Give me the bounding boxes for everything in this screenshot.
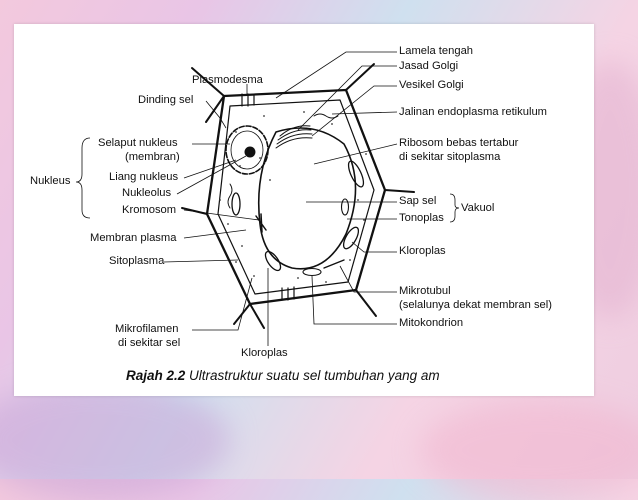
chloroplast — [231, 192, 241, 216]
figure-card: Lamela tengah Jasad Golgi Plasmodesma Ve… — [14, 24, 594, 396]
nucleus-bracket — [75, 137, 91, 219]
chloroplast — [347, 160, 365, 188]
label-mikrotubul-note: (selalunya dekat membran sel) — [399, 299, 552, 311]
leader-line — [351, 241, 397, 253]
mitochondrion — [302, 267, 322, 277]
label-mitokondrion: Mitokondrion — [399, 317, 464, 329]
neighbour-wall — [249, 303, 265, 329]
label-kloroplas-bottom: Kloroplas — [241, 347, 288, 359]
label-mikrotubul: Mikrotubul — [399, 285, 451, 297]
nucleus-inner — [230, 130, 264, 170]
plasma-membrane — [217, 99, 375, 295]
neighbour-wall — [384, 189, 415, 193]
leader-line — [339, 265, 397, 293]
nucleus-envelope — [225, 125, 269, 175]
label-liang-nukleus: Liang nukleus — [109, 171, 179, 183]
neighbour-wall — [191, 67, 225, 97]
label-membran-plasma: Membran plasma — [90, 232, 177, 244]
label-nukleus: Nukleus — [30, 175, 71, 187]
figure-caption: Rajah 2.2 Ultrastruktur suatu sel tumbuh… — [126, 368, 440, 383]
ribosome-dots — [219, 111, 367, 283]
label-selaput-nukleus: Selaput nukleus — [98, 137, 178, 149]
label-sap-sel: Sap sel — [399, 195, 437, 207]
leader-line — [192, 277, 253, 331]
label-ribosom-sitoplasma: di sekitar sitoplasma — [399, 151, 501, 163]
neighbour-wall — [355, 289, 377, 317]
cell-wall-outer — [205, 88, 387, 306]
leader-line — [163, 259, 239, 263]
chloroplast — [342, 226, 360, 250]
label-jasad-golgi: Jasad Golgi — [399, 60, 459, 72]
label-lamela-tengah: Lamela tengah — [399, 45, 474, 57]
label-vakuol: Vakuol — [461, 202, 495, 214]
leader-line — [275, 51, 397, 99]
er-network — [313, 113, 339, 119]
leader-line — [313, 143, 398, 165]
label-selaput-nukleus-membran: (membran) — [125, 151, 180, 163]
vacuole-bracket — [449, 193, 460, 223]
background-blob — [0, 380, 230, 500]
vacuole — [257, 127, 357, 270]
neighbour-wall — [205, 95, 225, 123]
leader-line — [176, 155, 247, 195]
caption-text: Ultrastruktur suatu sel tumbuhan yang am — [189, 368, 440, 383]
leader-line — [297, 65, 397, 131]
nucleolus — [244, 146, 256, 158]
label-mikrofilamen-note: di sekitar sel — [118, 337, 181, 349]
chloroplast — [264, 250, 282, 272]
leader-line — [311, 85, 397, 137]
label-nukleolus: Nukleolus — [122, 187, 172, 199]
leader-line — [311, 275, 397, 325]
label-mikrofilamen: Mikrofilamen — [115, 323, 179, 335]
leader-line — [183, 209, 260, 221]
leader-line — [183, 229, 247, 239]
caption-number: Rajah 2.2 — [126, 368, 186, 383]
plasmodesma-strands — [241, 93, 255, 107]
label-jalinan-er: Jalinan endoplasma retikulum — [399, 106, 548, 118]
chromosome — [255, 213, 267, 233]
label-tonoplas: Tonoplas — [399, 212, 444, 224]
plant-cell-diagram — [75, 51, 460, 346]
leader-line — [331, 111, 398, 115]
leader-line — [183, 159, 237, 179]
label-vesikel-golgi: Vesikel Golgi — [399, 79, 464, 91]
label-ribosom: Ribosom bebas tertabur — [399, 137, 519, 149]
leader-line — [205, 100, 227, 129]
microtubule — [323, 259, 345, 269]
label-dinding-sel: Dinding sel — [138, 94, 194, 106]
label-kromosom: Kromosom — [122, 204, 177, 216]
label-sitoplasma: Sitoplasma — [109, 255, 165, 267]
er-network — [227, 183, 233, 209]
mitochondrion — [340, 198, 350, 216]
plasmodesma-strands — [281, 286, 295, 301]
label-plasmodesma: Plasmodesma — [192, 74, 263, 86]
background-blob — [420, 400, 638, 500]
golgi-body — [275, 125, 313, 149]
label-kloroplas-right: Kloroplas — [399, 245, 446, 257]
neighbour-wall — [345, 63, 375, 91]
